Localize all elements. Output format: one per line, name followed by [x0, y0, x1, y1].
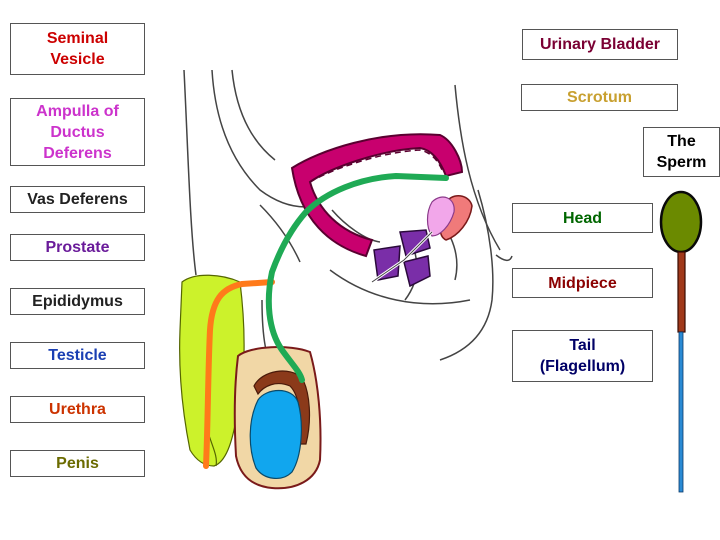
label-penis: Penis [10, 450, 145, 477]
label-vas-deferens: Vas Deferens [10, 186, 145, 213]
label-prostate: Prostate [10, 234, 145, 261]
sperm-tail-shape [678, 331, 684, 493]
label-midpiece: Midpiece [512, 268, 653, 298]
label-scrotum: Scrotum [521, 84, 678, 111]
testicle-shape [249, 389, 302, 479]
epididymis-shape [253, 370, 311, 445]
ampulla-shape [426, 196, 455, 237]
vas-deferens-path [265, 172, 449, 383]
sperm-illustration [659, 190, 703, 493]
label-the-sperm: The Sperm [643, 127, 720, 177]
label-urinary-bladder: Urinary Bladder [522, 29, 678, 60]
sperm-midpiece-shape [677, 251, 686, 333]
label-head: Head [512, 203, 653, 233]
prostate-shape [373, 229, 431, 288]
label-seminal-vesicle: Seminal Vesicle [10, 23, 145, 75]
label-urethra: Urethra [10, 396, 145, 423]
label-testicle: Testicle [10, 342, 145, 369]
body-outline [183, 69, 513, 373]
urinary-bladder-shape [290, 133, 464, 258]
sperm-head-shape [659, 190, 703, 254]
urethra-path [203, 279, 275, 469]
label-ampulla: Ampulla of Ductus Deferens [10, 98, 145, 166]
label-tail: Tail (Flagellum) [512, 330, 653, 382]
label-epididymus: Epididymus [10, 288, 145, 315]
